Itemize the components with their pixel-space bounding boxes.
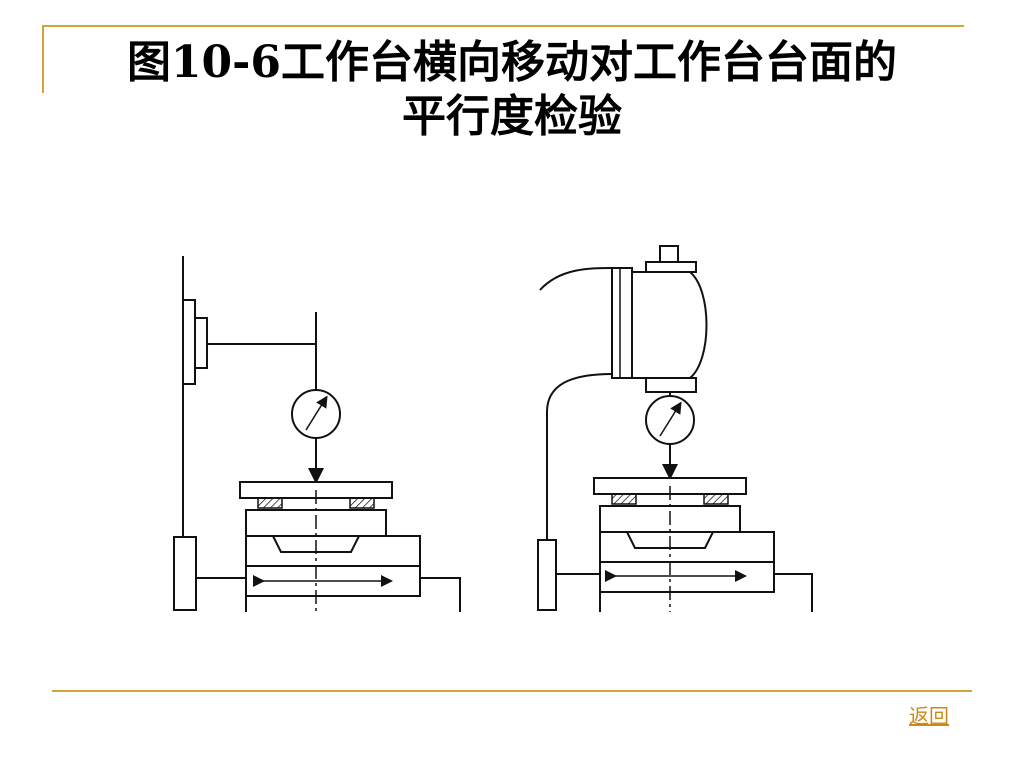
right-apparatus <box>537 245 813 612</box>
left-spacer-1 <box>257 497 283 509</box>
left-dial-indicator <box>291 389 341 439</box>
slide-title: 图10-6工作台横向移动对工作台台面的 平行度检验 <box>60 36 964 144</box>
left-accent-bar <box>42 25 44 93</box>
right-spindle-head <box>611 245 708 393</box>
right-overarm-top <box>539 267 613 291</box>
bottom-divider <box>52 690 972 692</box>
top-accent-line <box>42 25 964 27</box>
right-base <box>599 561 775 593</box>
left-apparatus <box>173 256 461 612</box>
slide-title-line-2: 平行度检验 <box>402 91 622 142</box>
right-overarm-bottom <box>546 373 613 540</box>
right-dial-indicator <box>645 395 695 445</box>
technical-figure <box>173 245 813 612</box>
right-bed-outline <box>774 573 813 612</box>
right-pedestal <box>537 539 557 611</box>
back-link[interactable]: 返回 <box>909 704 949 728</box>
left-spacer-2 <box>349 497 375 509</box>
left-bed-outline <box>420 577 461 612</box>
slide-title-line-1: 图10-6工作台横向移动对工作台台面的 <box>126 37 898 88</box>
right-spacer-1 <box>611 493 637 505</box>
left-mount-plate <box>182 299 196 385</box>
right-saddle <box>599 531 775 563</box>
right-spacer-2 <box>703 493 729 505</box>
left-mount-clamp <box>194 317 208 369</box>
left-pedestal <box>173 536 197 611</box>
left-saddle <box>245 535 421 567</box>
